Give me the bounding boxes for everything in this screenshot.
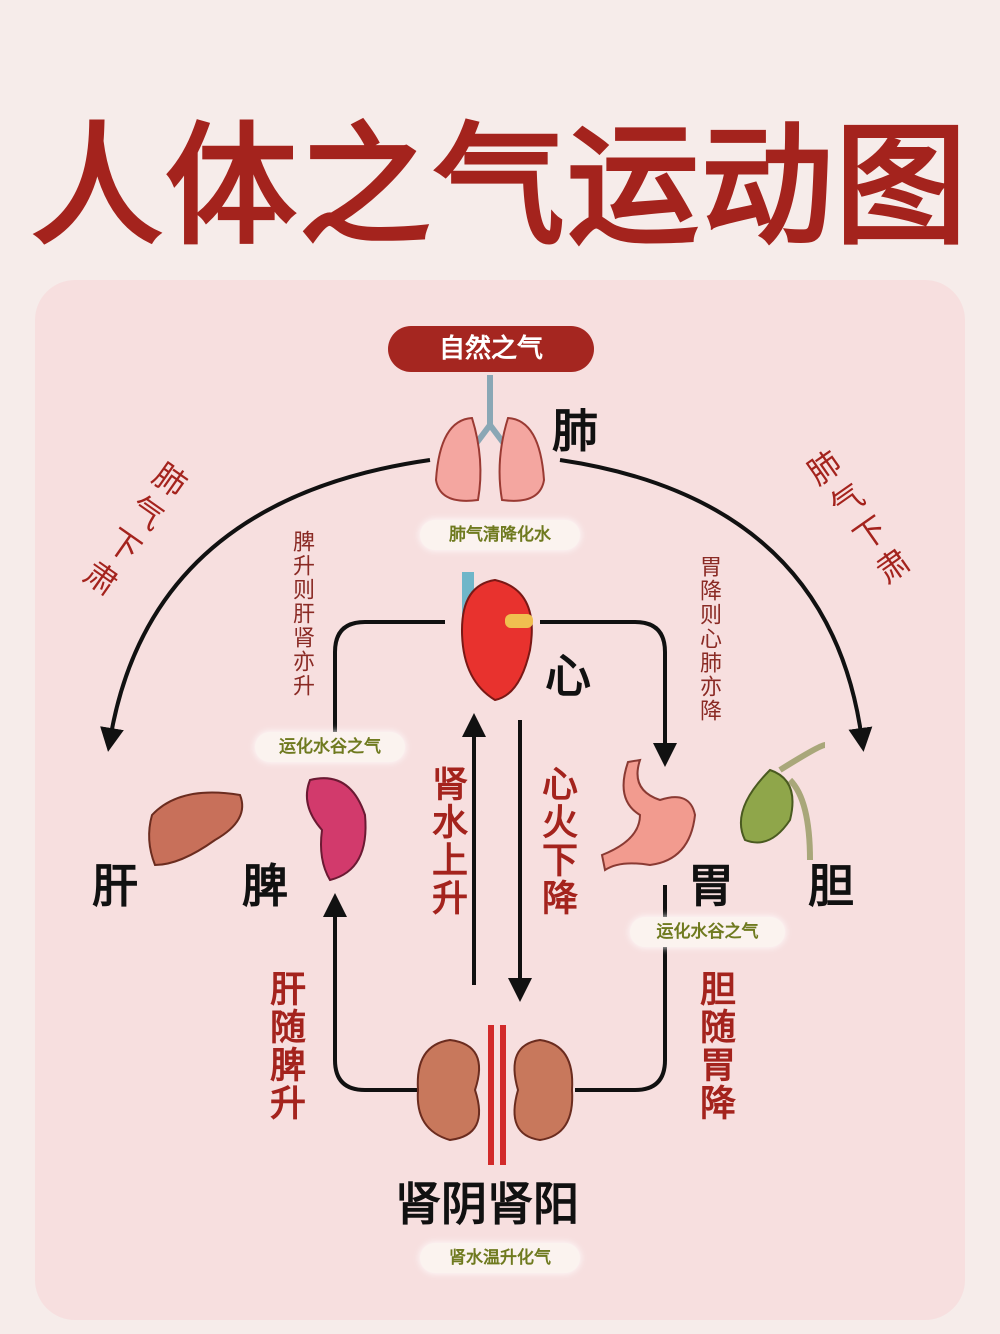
stomach-icon bbox=[600, 758, 697, 872]
stomach-to-kidney-line bbox=[575, 885, 667, 1092]
liver-icon bbox=[148, 791, 244, 867]
heart-to-stomach-arrow bbox=[540, 620, 677, 767]
spleen-label: 脾 bbox=[242, 859, 288, 913]
gall-follow-label: 胆随胃降 bbox=[694, 970, 735, 1122]
lung-label: 肺 bbox=[552, 404, 598, 458]
kidney-icon bbox=[416, 1025, 574, 1165]
lung-icon bbox=[434, 375, 546, 502]
stomach-descend-label: 胃降则心肺亦降 bbox=[696, 555, 721, 723]
kidney-water-label: 肾水上升 bbox=[426, 765, 467, 917]
stomach-label: 胃 bbox=[688, 859, 734, 913]
stomach-tag: 运化水谷之气 bbox=[630, 917, 785, 947]
heart-fire-label: 心火下降 bbox=[536, 765, 577, 917]
liver-follow-label: 肝随脾升 bbox=[264, 970, 305, 1122]
gallbladder-icon bbox=[739, 742, 826, 861]
gallbladder-label: 胆 bbox=[808, 859, 854, 913]
spleen-tag: 运化水谷之气 bbox=[255, 732, 405, 762]
natural-qi-pill: 自然之气 bbox=[388, 326, 594, 372]
left-arc-arrow bbox=[100, 458, 431, 752]
kidney-tag: 肾水温升化气 bbox=[420, 1243, 580, 1273]
spleen-rise-label: 脾升则肝肾亦升 bbox=[289, 530, 314, 698]
heart-icon bbox=[460, 572, 533, 702]
kidney-to-spleen-arrow bbox=[323, 893, 420, 1092]
lung-tag: 肺气清降化水 bbox=[420, 520, 580, 550]
spleen-icon bbox=[306, 777, 367, 882]
liver-label: 肝 bbox=[92, 859, 138, 913]
heart-to-spleen-line bbox=[333, 620, 445, 740]
heart-label: 心 bbox=[545, 649, 591, 703]
right-arc-arrow bbox=[559, 458, 873, 752]
kidney-label: 肾阴肾阳 bbox=[395, 1177, 579, 1231]
page-title: 人体之气运动图 bbox=[31, 110, 969, 264]
